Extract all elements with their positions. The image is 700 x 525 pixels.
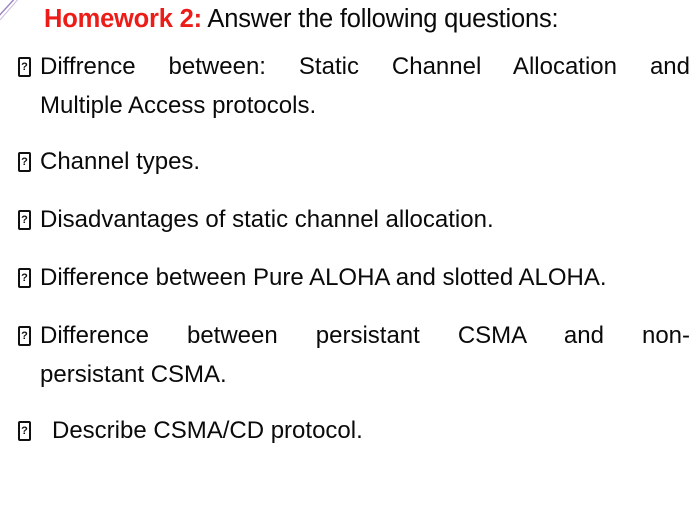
list-item: ? Diffrence between: Static Channel Allo…	[0, 47, 700, 125]
question-line: Difference between persistant CSMA and n…	[40, 322, 690, 349]
bullet-tofu-icon: ?	[18, 421, 31, 441]
homework-label: Homework 2:	[44, 5, 202, 33]
list-item: ? Channel types.	[0, 142, 700, 181]
bullet-tofu-icon: ?	[18, 326, 31, 346]
question-text: Diffrence between: Static Channel Alloca…	[40, 47, 690, 125]
page-title: Homework 2: Answer the following questio…	[0, 4, 700, 34]
question-line: Describe CSMA/CD protocol.	[52, 417, 363, 444]
bullet-tofu-icon: ?	[18, 152, 31, 172]
list-item: ? Difference between persistant CSMA and…	[0, 316, 700, 394]
bullet-tofu-icon: ?	[18, 268, 31, 288]
homework-prompt: Answer the following questions:	[201, 5, 559, 33]
question-line: Disadvantages of static channel allocati…	[40, 206, 494, 233]
question-list: ? Diffrence between: Static Channel Allo…	[0, 47, 700, 450]
question-line: Difference between Pure ALOHA and slotte…	[40, 264, 607, 291]
list-item: ? Describe CSMA/CD protocol.	[0, 411, 700, 450]
question-line: persistant CSMA.	[40, 361, 227, 388]
list-item: ? Difference between Pure ALOHA and slot…	[0, 258, 700, 297]
question-line: Channel types.	[40, 148, 201, 175]
question-text: Difference between persistant CSMA and n…	[40, 316, 690, 394]
list-item: ? Disadvantages of static channel alloca…	[0, 200, 700, 239]
question-text: Disadvantages of static channel allocati…	[40, 200, 690, 239]
question-line: Diffrence between: Static Channel Alloca…	[40, 53, 690, 80]
question-text: Channel types.	[40, 142, 690, 181]
bullet-tofu-icon: ?	[18, 210, 31, 230]
question-line: Multiple Access protocols.	[40, 92, 317, 119]
bullet-tofu-icon: ?	[18, 57, 31, 77]
question-text: Difference between Pure ALOHA and slotte…	[40, 258, 690, 297]
question-text: Describe CSMA/CD protocol.	[52, 411, 690, 450]
